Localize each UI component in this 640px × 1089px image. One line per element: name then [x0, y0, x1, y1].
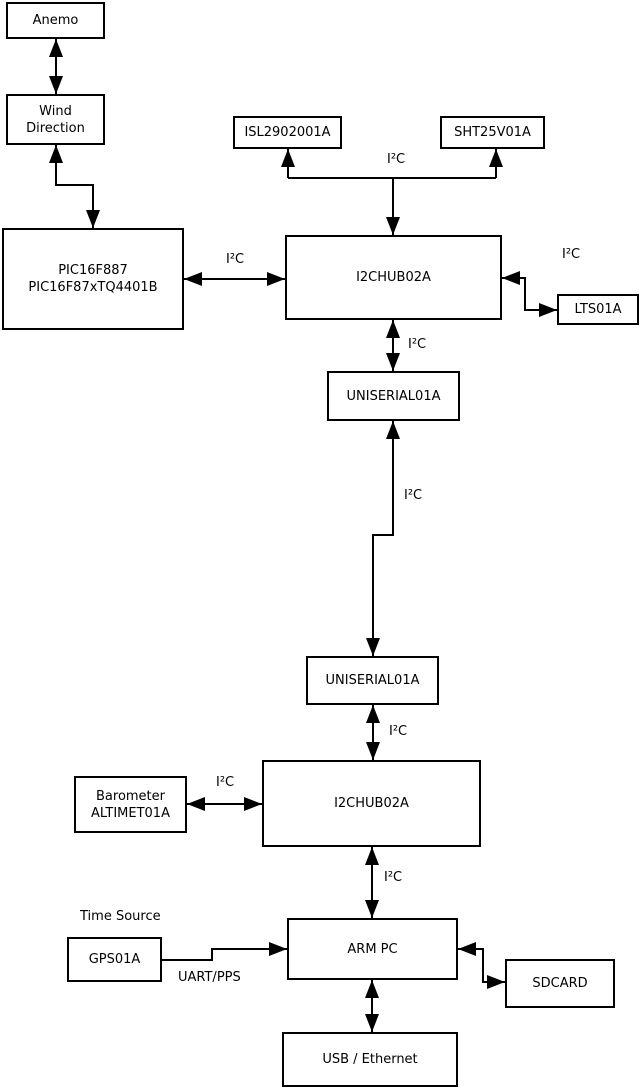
- node-label: Anemo: [32, 13, 79, 28]
- node-label: SHT25V01A: [454, 125, 531, 140]
- node-label: Direction: [26, 120, 85, 136]
- node-isl2902001a: ISL2902001A: [233, 116, 342, 149]
- edge-label-i2c-split: I²C: [387, 152, 406, 167]
- node-label: GPS01A: [88, 952, 141, 967]
- node-anemo: Anemo: [6, 2, 105, 39]
- node-pic16f887: PIC16F887 PIC16F87xTQ4401B: [2, 228, 184, 330]
- edge-wind-pic: [49, 145, 100, 228]
- node-label: PIC16F87xTQ4401B: [28, 280, 158, 295]
- node-uniserial-top: UNISERIAL01A: [327, 371, 460, 421]
- node-usb-ethernet: USB / Ethernet: [282, 1032, 458, 1087]
- node-gps01a: GPS01A: [67, 937, 162, 982]
- node-label: LTS01A: [574, 302, 622, 317]
- node-label: PIC16F887: [58, 263, 128, 278]
- node-sht25v01a: SHT25V01A: [440, 116, 545, 149]
- edge-label-i2c-lts: I²C: [562, 247, 581, 262]
- edge-uniserialtop-uniserialbottom: [366, 421, 400, 656]
- node-uniserial-bottom: UNISERIAL01A: [306, 656, 439, 705]
- edge-hubtop-lts: [502, 271, 557, 317]
- node-label: I2CHUB02A: [356, 270, 431, 285]
- node-label: UNISERIAL01A: [346, 388, 441, 404]
- edge-label-i2c-barometer: I²C: [216, 775, 235, 790]
- node-label: ALTIMET01A: [91, 805, 170, 821]
- node-label: Wind: [39, 103, 72, 119]
- node-i2c-hub-bottom: I2CHUB02A: [262, 760, 481, 847]
- node-label: Barometer: [96, 788, 165, 804]
- time-source-label: Time Source: [80, 909, 161, 924]
- node-label: UNISERIAL01A: [325, 673, 420, 688]
- node-label: I2CHUB02A: [334, 796, 409, 811]
- node-label: ARM PC: [347, 941, 398, 957]
- edge-label-i2c-hub2-arm: I²C: [384, 870, 403, 885]
- edge-gps-armpc: [162, 942, 287, 961]
- node-label: ISL2902001A: [244, 125, 331, 140]
- node-arm-pc: ARM PC: [287, 918, 458, 980]
- node-lts01a: LTS01A: [557, 294, 639, 325]
- node-wind-direction: Wind Direction: [6, 94, 105, 145]
- node-i2c-hub-top: I2CHUB02A: [285, 235, 502, 320]
- edge-label-i2c-uniserial-link: I²C: [404, 488, 423, 503]
- node-sdcard: SDCARD: [505, 959, 615, 1008]
- uart-pps-label: UART/PPS: [178, 970, 241, 985]
- node-label: USB / Ethernet: [322, 1052, 418, 1067]
- edge-label-i2c-uniserial-hub2: I²C: [389, 724, 408, 739]
- edge-label-i2c-pic-hub: I²C: [226, 252, 245, 267]
- edge-label-i2c-hub-uniserial: I²C: [408, 337, 427, 352]
- node-barometer-altimet01a: Barometer ALTIMET01A: [74, 776, 187, 833]
- edge-armpc-sdcard: [458, 942, 505, 989]
- node-label: SDCARD: [532, 976, 588, 991]
